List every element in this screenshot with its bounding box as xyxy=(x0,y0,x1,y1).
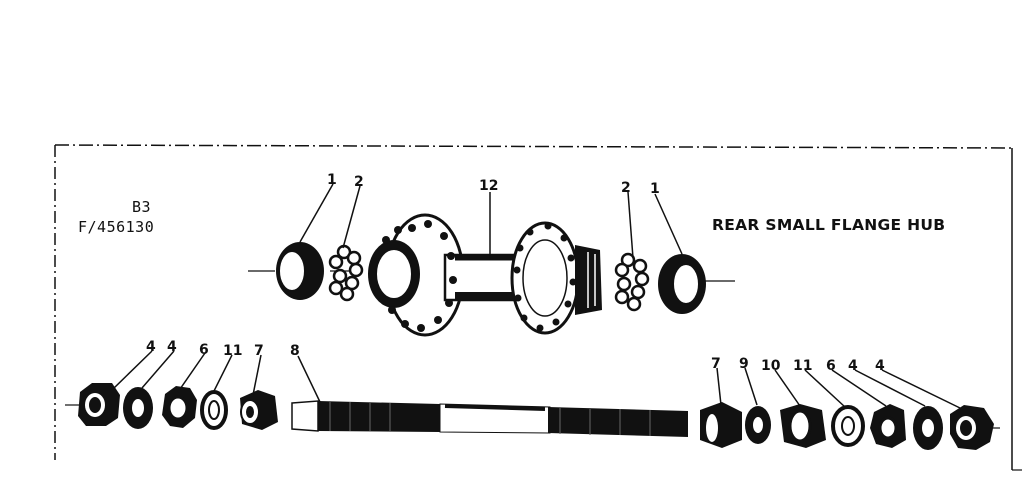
part-locknut-right xyxy=(950,405,994,450)
callout-bottom-3: 6 xyxy=(199,342,209,358)
callout-bottom-13: 4 xyxy=(875,358,885,374)
part-hub-shell xyxy=(368,213,602,337)
part-number: F/456130 xyxy=(78,218,155,236)
part-nut-right-10 xyxy=(780,404,826,448)
diagram-title: REAR SMALL FLANGE HUB xyxy=(712,216,946,234)
part-nut-left xyxy=(162,386,197,428)
callout-bottom-1: 4 xyxy=(146,339,156,355)
callout-bottom-5: 7 xyxy=(254,343,264,359)
part-axle xyxy=(291,400,688,437)
callout-bottom-4: 11 xyxy=(223,343,242,359)
callout-top-1: 1 xyxy=(327,172,337,188)
callout-bottom-9: 10 xyxy=(761,358,781,374)
callout-bottom-10: 11 xyxy=(793,358,812,374)
callout-bottom-8: 9 xyxy=(739,356,749,372)
callout-bottom-2: 4 xyxy=(167,339,177,355)
part-cone-left xyxy=(276,242,324,300)
callout-bottom-6: 8 xyxy=(290,343,300,359)
part-washer-right xyxy=(913,406,943,450)
part-bearing-right xyxy=(614,252,650,312)
diagram-frame xyxy=(54,144,1022,471)
part-cone-right xyxy=(658,254,706,314)
callout-bottom-11: 6 xyxy=(826,358,836,374)
part-bearing-left xyxy=(328,244,364,302)
part-code-b3: B3 xyxy=(132,198,152,216)
callout-top-4: 2 xyxy=(621,180,631,196)
part-spacer-right xyxy=(831,405,865,447)
callout-top-2: 2 xyxy=(354,174,364,190)
callout-top-3: 12 xyxy=(479,178,498,194)
part-nut-right xyxy=(870,404,906,448)
part-locknut-left xyxy=(78,383,120,426)
part-spacer-left xyxy=(200,390,228,430)
part-cone-bottom-right xyxy=(700,402,742,448)
leader-lines xyxy=(112,183,961,409)
callout-bottom-7: 7 xyxy=(711,356,721,372)
callout-bottom-12: 4 xyxy=(848,358,858,374)
part-washer-right-9 xyxy=(745,406,771,444)
callout-top-5: 1 xyxy=(650,181,660,197)
part-washer-left-1 xyxy=(123,387,153,429)
callout-labels: 1 2 12 2 1 4 4 6 11 7 8 7 9 10 11 6 4 4 xyxy=(146,172,885,374)
part-cone-bottom-left xyxy=(240,390,278,430)
